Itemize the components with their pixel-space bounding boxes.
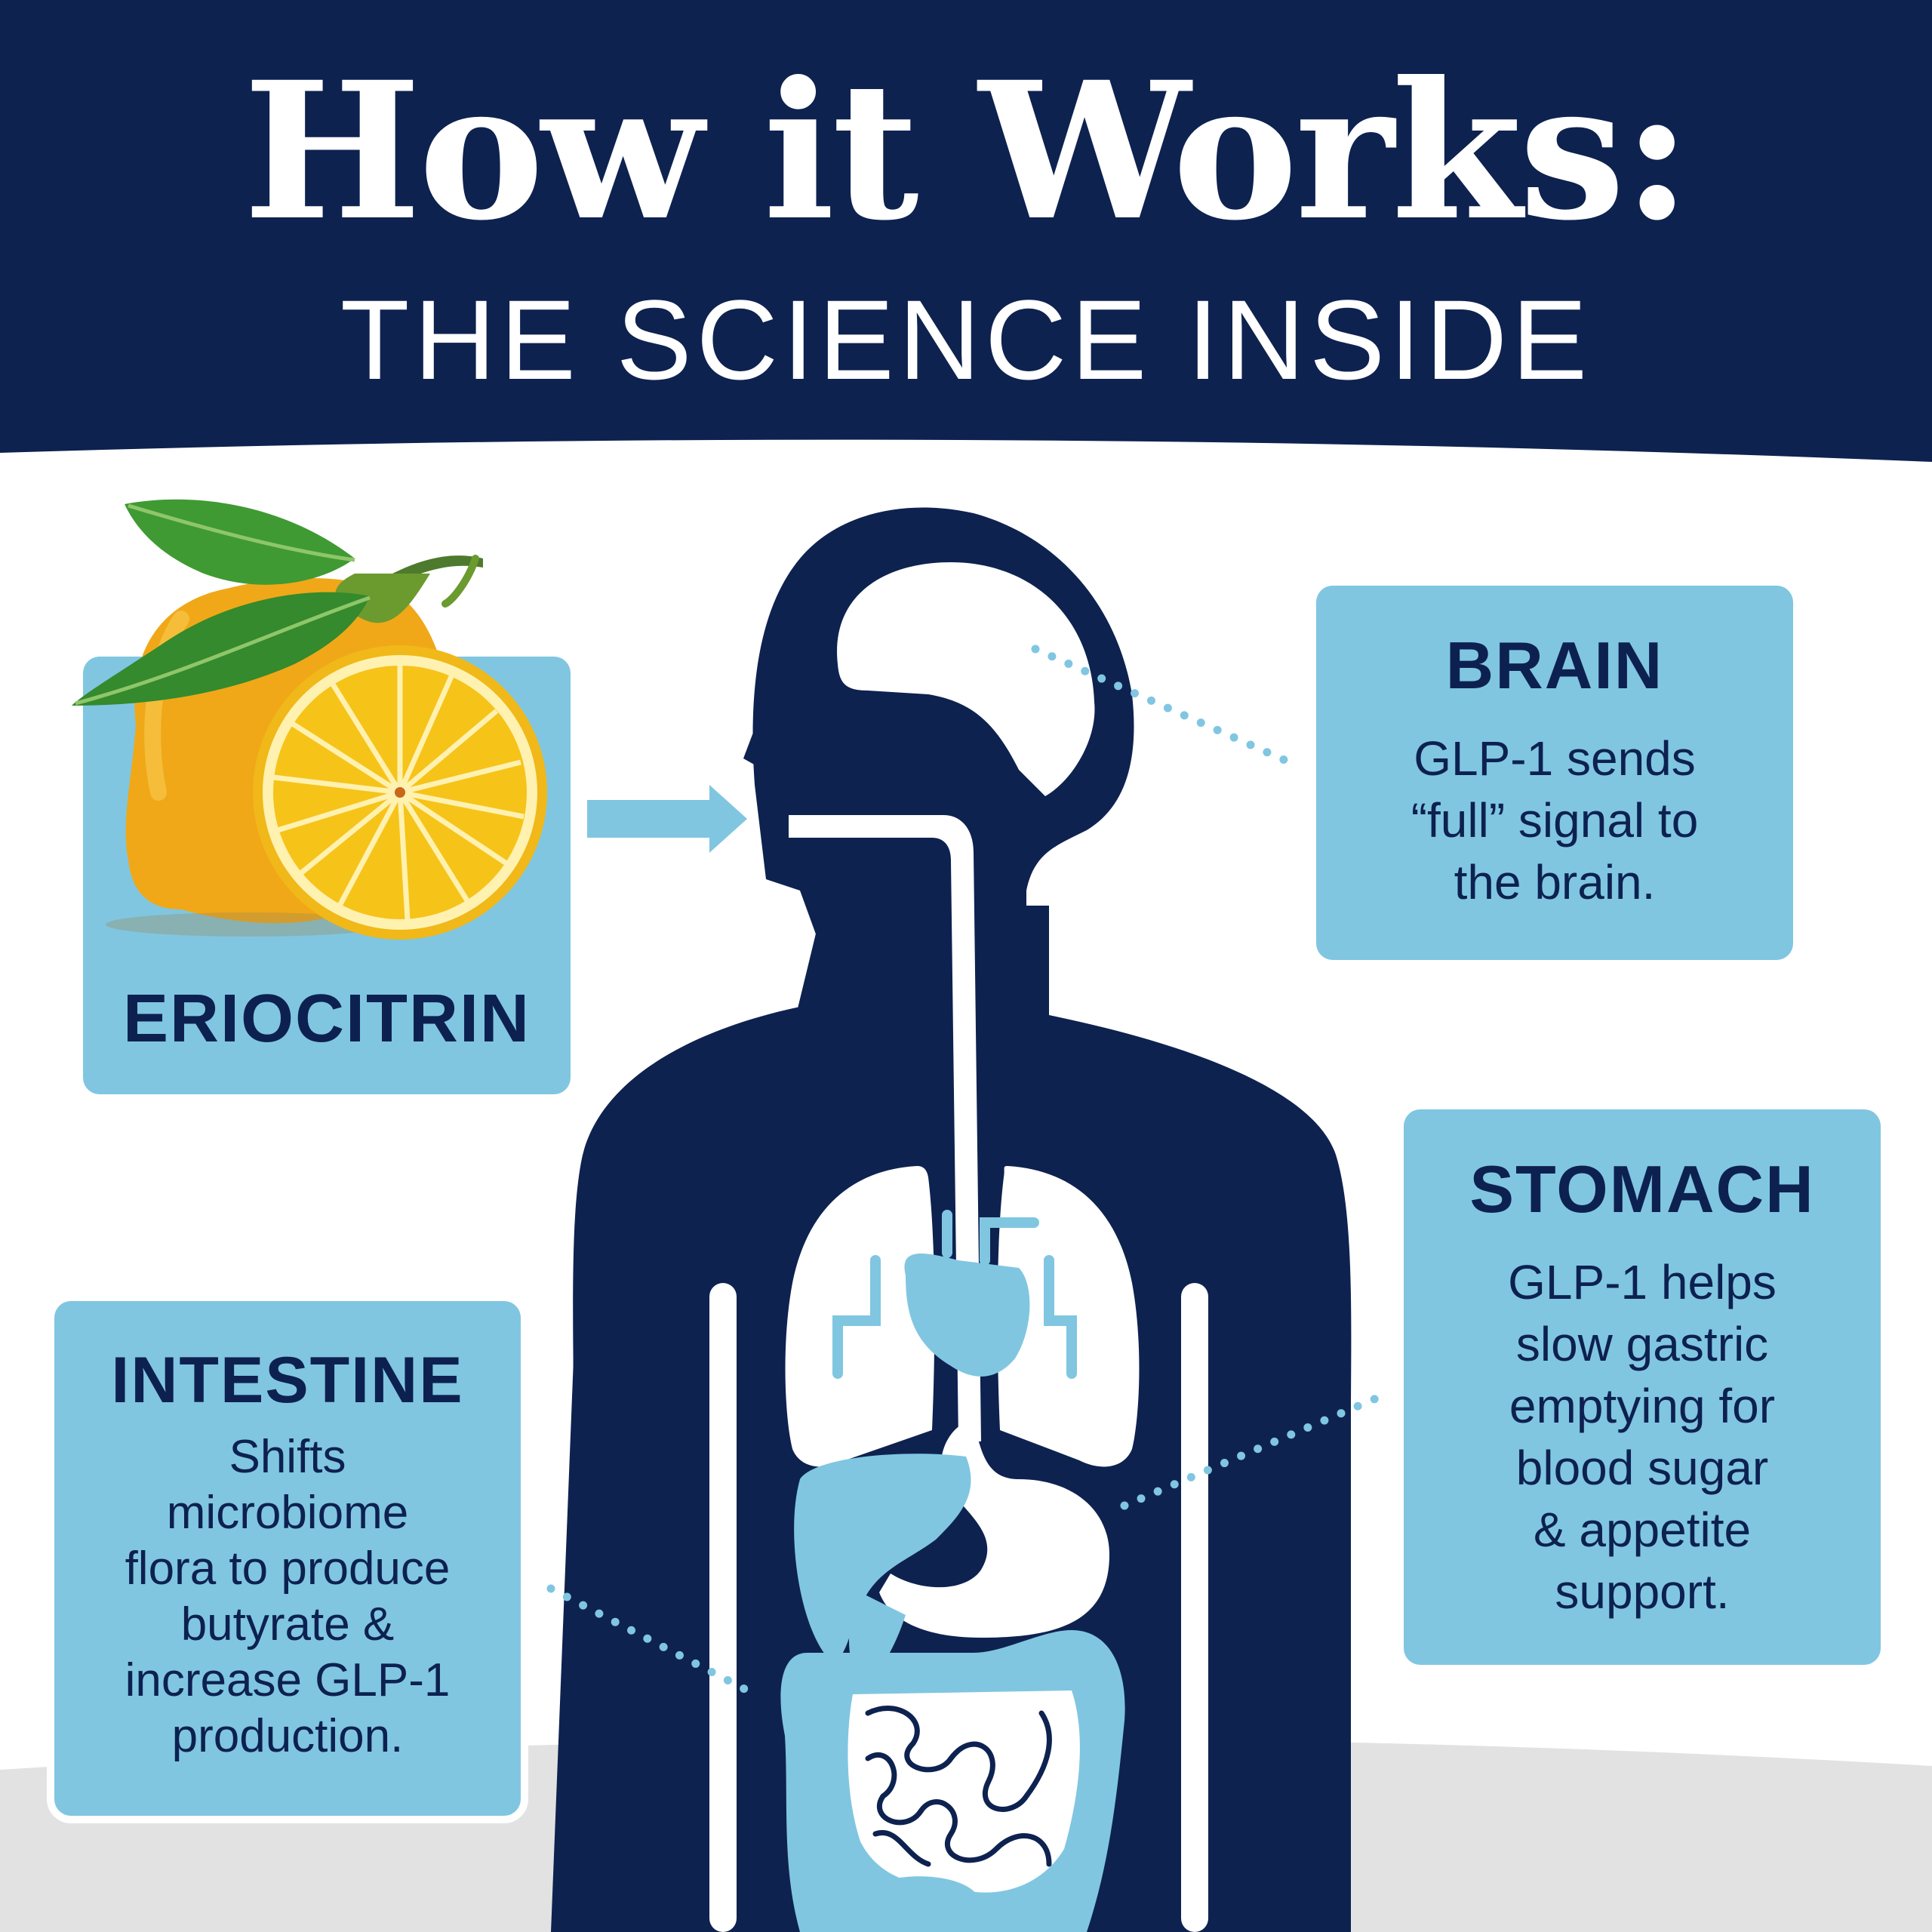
stomach-icon (879, 1419, 1109, 1638)
brain-shape (837, 562, 1095, 796)
stomach-description: GLP-1 helps slow gastric emptying for bl… (1404, 1251, 1881, 1623)
rectum-shape (880, 1876, 982, 1932)
intestine-line: microbiome (166, 1487, 409, 1539)
brain-line: GLP-1 sends (1414, 731, 1696, 786)
arrow-right-icon (587, 785, 747, 853)
intestine-icon (848, 1690, 1080, 1893)
left-arm-gap (709, 1283, 737, 1932)
leaf-icon (72, 499, 483, 706)
brain-heading: BRAIN (1445, 628, 1664, 703)
page-title: How it Works: (243, 40, 1692, 262)
stomach-line: support. (1555, 1564, 1730, 1619)
stomach-line: blood sugar (1515, 1441, 1769, 1495)
heart-icon (832, 1210, 1077, 1379)
connector-lines (546, 645, 1389, 1699)
page-subtitle: THE SCIENCE INSIDE (340, 276, 1592, 403)
intestine-card: INTESTINE Shifts microbiome flora to pro… (54, 1301, 521, 1816)
stomach-card: STOMACH GLP-1 helps slow gastric emptyin… (1404, 1109, 1881, 1665)
intestine-description: Shifts microbiome flora to produce butyr… (54, 1429, 521, 1764)
intestine-line: butyrate & (180, 1598, 395, 1651)
stomach-line: slow gastric (1515, 1317, 1769, 1371)
brain-line: the brain. (1454, 855, 1656, 909)
intestine-line: increase GLP-1 (125, 1654, 451, 1706)
esophagus (789, 815, 981, 1441)
ingredient-label: ERIOCITRIN (122, 981, 531, 1057)
intestine-line: production. (171, 1710, 404, 1762)
right-arm-gap (1181, 1283, 1208, 1932)
stomach-line: & appetite (1533, 1503, 1752, 1557)
stomach-line: emptying for (1509, 1379, 1776, 1433)
intestine-heading: INTESTINE (111, 1344, 464, 1417)
intestine-line: flora to produce (125, 1543, 451, 1595)
brain-line: “full” signal to (1411, 793, 1699, 848)
brain-description: GLP-1 sends “full” signal to the brain. (1316, 728, 1793, 913)
intestine-line: Shifts (229, 1431, 346, 1483)
brain-card: BRAIN GLP-1 sends “full” signal to the b… (1316, 586, 1793, 960)
header-banner (0, 0, 1932, 462)
liver-shape (794, 1454, 971, 1660)
stomach-heading: STOMACH (1469, 1152, 1815, 1226)
stomach-line: GLP-1 helps (1508, 1255, 1777, 1309)
